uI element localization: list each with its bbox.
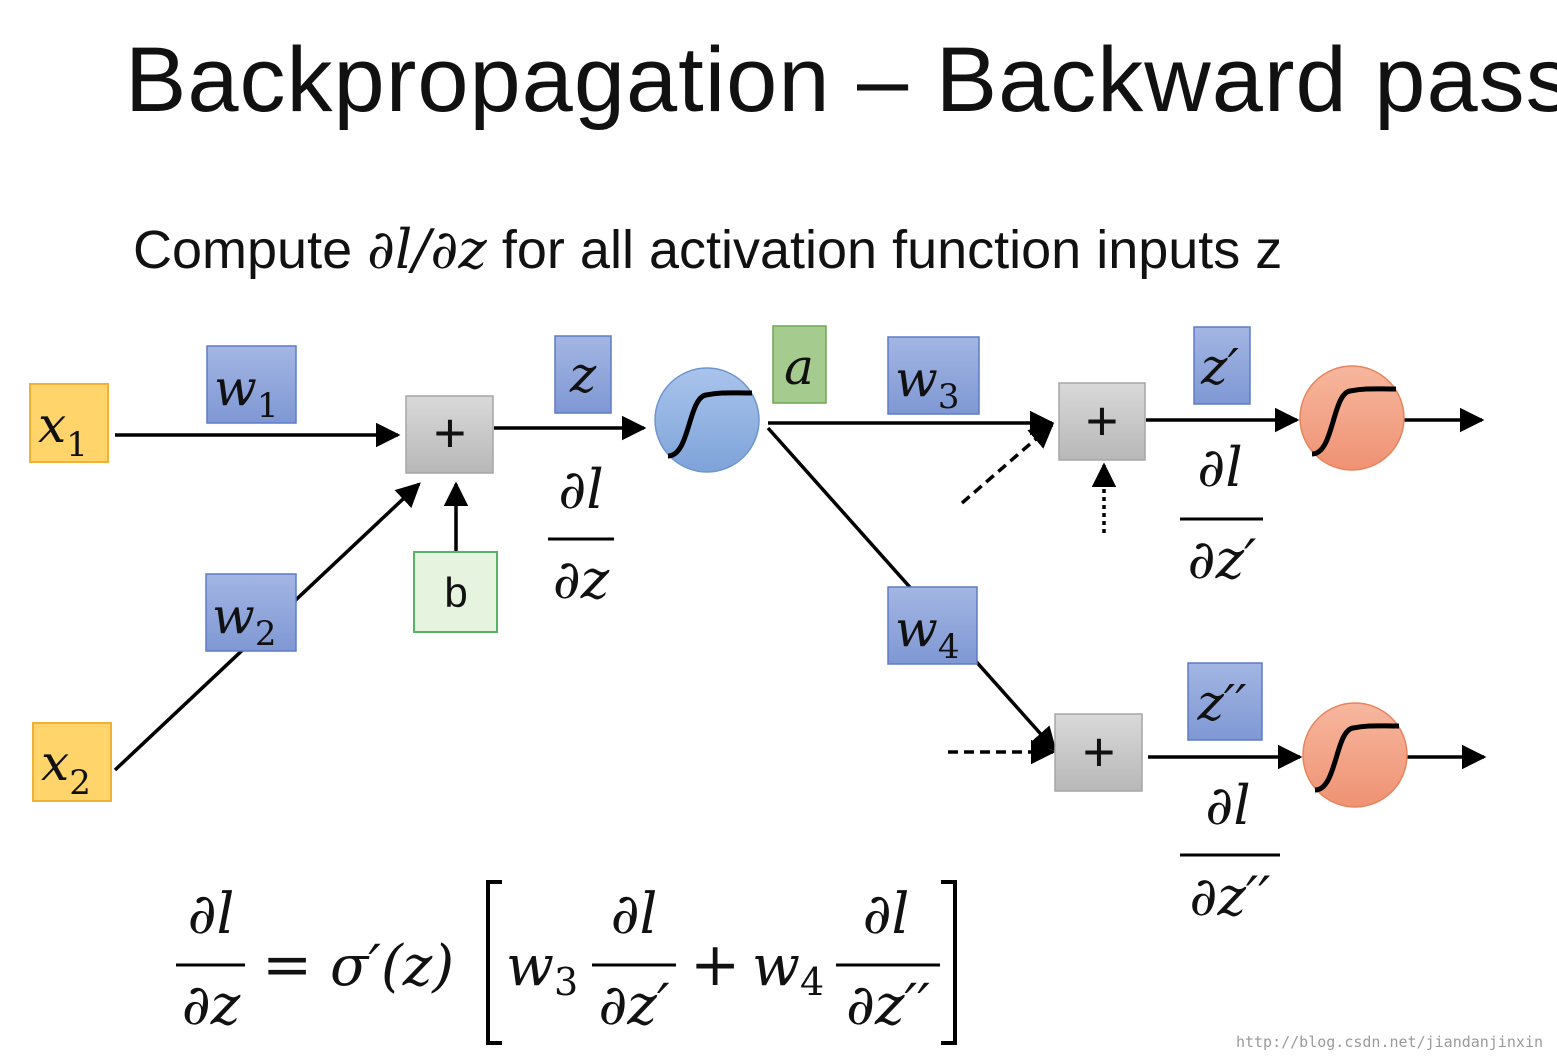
fraction-dl-dz-prime: ∂l ∂z′ xyxy=(1180,436,1263,591)
svg-text:z: z xyxy=(569,346,597,404)
neuron-upper xyxy=(1299,365,1405,471)
svg-text:w3: w3 xyxy=(506,934,578,1004)
svg-text:=: = xyxy=(262,930,312,1000)
svg-text:b: b xyxy=(444,569,467,616)
right-bracket xyxy=(941,880,957,1045)
weight-w4: w4 xyxy=(887,586,978,667)
input-x2: x2 xyxy=(32,722,112,803)
svg-text:w1: w1 xyxy=(214,359,278,426)
svg-text:∂z′: ∂z′ xyxy=(598,973,669,1038)
weight-w3: w3 xyxy=(887,336,980,417)
label-z-prime: z′ xyxy=(1193,326,1251,405)
label-a: a xyxy=(772,325,827,404)
sum-node-upper: + xyxy=(1058,382,1146,461)
sigmoid-icon xyxy=(1314,723,1400,793)
weight-w2: w2 xyxy=(205,573,297,654)
svg-text:∂l: ∂l xyxy=(188,882,235,947)
svg-text:∂l: ∂l xyxy=(558,458,603,521)
label-z: z xyxy=(554,335,612,414)
svg-text:∂l: ∂l xyxy=(1197,436,1242,499)
watermark: http://blog.csdn.net/jiandanjinxin xyxy=(1235,1033,1543,1051)
fraction-dl-dz-double-prime: ∂l ∂z′′ xyxy=(1180,774,1280,928)
svg-text:σ′(z): σ′(z) xyxy=(330,934,454,999)
subtitle-suffix: for all activation function inputs z xyxy=(486,220,1283,280)
svg-text:+: + xyxy=(1083,720,1116,783)
svg-text:w4: w4 xyxy=(895,600,959,667)
label-z-double-prime: z′′ xyxy=(1187,662,1263,741)
svg-text:∂l: ∂l xyxy=(611,882,658,947)
edge-dashed-upper-diag xyxy=(960,423,1054,505)
subtitle-math: ∂l/∂z xyxy=(367,218,487,281)
svg-text:x1: x1 xyxy=(38,396,88,465)
sigmoid-icon xyxy=(1311,386,1397,457)
svg-text:a: a xyxy=(784,338,814,396)
svg-text:x2: x2 xyxy=(41,734,91,803)
sum-node-main: + xyxy=(405,395,494,474)
svg-text:z′′: z′′ xyxy=(1196,674,1247,732)
input-x1: x1 xyxy=(29,383,109,465)
slide-title: Backpropagation – Backward pass xyxy=(125,29,1557,131)
svg-text:∂z′: ∂z′ xyxy=(1188,528,1257,591)
edges xyxy=(113,407,1487,772)
weight-w1: w1 xyxy=(206,345,297,426)
fraction-dl-dz: ∂l ∂z xyxy=(548,458,614,611)
svg-text:∂l: ∂l xyxy=(863,882,910,947)
neuron-main xyxy=(654,367,760,473)
svg-text:+: + xyxy=(1086,389,1119,452)
left-bracket xyxy=(486,880,502,1045)
svg-text:z′: z′ xyxy=(1200,338,1239,396)
svg-text:∂z: ∂z xyxy=(182,973,241,1038)
svg-text:w3: w3 xyxy=(895,350,959,417)
svg-text:+: + xyxy=(434,401,467,464)
backprop-equation: ∂l ∂z = σ′(z) w3 ∂l ∂z′ + w4 ∂l ∂z′′ xyxy=(176,880,957,1045)
sum-node-lower: + xyxy=(1054,713,1143,792)
svg-text:∂z′′: ∂z′′ xyxy=(846,973,930,1038)
bias-b: b xyxy=(413,551,498,633)
svg-text:w4: w4 xyxy=(752,934,824,1004)
svg-text:∂z′′: ∂z′′ xyxy=(1190,865,1271,928)
svg-text:w2: w2 xyxy=(212,587,276,654)
svg-text:∂z: ∂z xyxy=(553,548,610,611)
subtitle-prefix: Compute xyxy=(133,220,368,280)
svg-text:+: + xyxy=(690,930,740,1000)
slide-subtitle: Compute ∂l/∂z for all activation functio… xyxy=(133,218,1282,281)
svg-text:∂l: ∂l xyxy=(1205,774,1250,837)
sigmoid-icon xyxy=(667,390,753,459)
neuron-lower xyxy=(1302,702,1408,808)
